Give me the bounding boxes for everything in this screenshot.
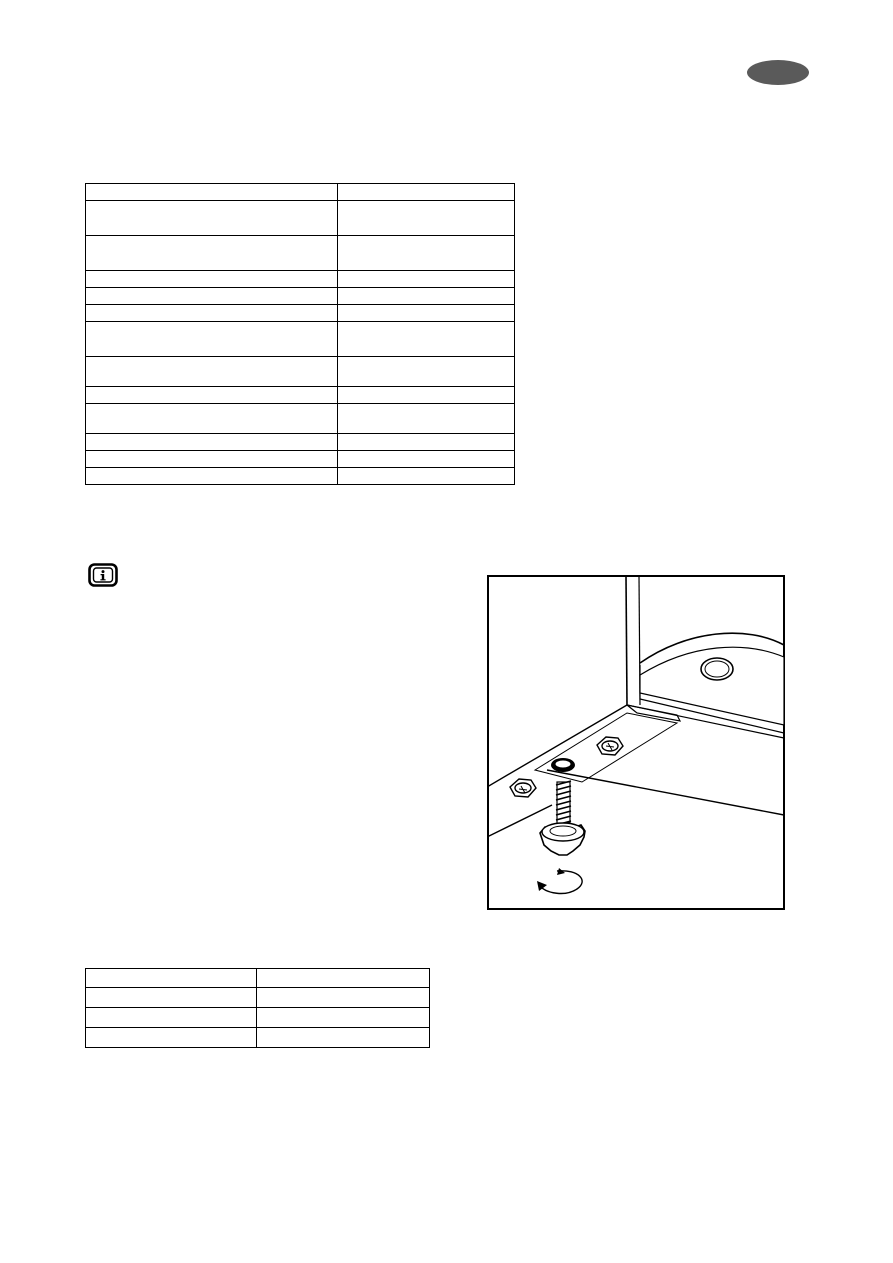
table-row [85,270,515,288]
table-cell-value [337,287,515,305]
table-cell-value [337,450,515,468]
table-cell-value [337,356,515,387]
table-cell-label [85,403,338,434]
table-cell-value [337,183,515,201]
table-cell-label [85,270,338,288]
table-row [85,183,515,201]
table-row [85,467,515,485]
table-row [85,433,515,451]
table-row [85,1007,430,1028]
table-row [85,386,515,404]
table-cell-label [85,200,338,236]
table-cell-value [337,433,515,451]
table-cell-label [85,987,257,1008]
language-badge [747,60,809,85]
table-cell-label [85,287,338,305]
table-cell-value [337,386,515,404]
table-row [85,1027,430,1048]
table-row [85,200,515,236]
table-cell-label [85,183,338,201]
table-cell-value [256,968,430,988]
table-cell-value [337,235,515,271]
table-cell-label [85,235,338,271]
table-row [85,987,430,1008]
info-icon [88,563,118,587]
climate-class-table [85,968,430,1048]
table-row [85,235,515,271]
table-row [85,304,515,322]
table-cell-value [337,467,515,485]
table-cell-label [85,386,338,404]
table-cell-label [85,1007,257,1028]
table-row [85,287,515,305]
table-cell-value [337,200,515,236]
adjustable-foot-illustration [487,575,785,910]
table-cell-value [337,270,515,288]
table-cell-value [337,304,515,322]
table-cell-value [337,321,515,357]
table-cell-label [85,433,338,451]
table-cell-value [256,1027,430,1048]
table-cell-value [337,403,515,434]
table-cell-label [85,304,338,322]
table-row [85,450,515,468]
table-cell-label [85,356,338,387]
table-cell-label [85,1027,257,1048]
table-cell-label [85,968,257,988]
table-cell-label [85,321,338,357]
technical-data-table [85,183,515,485]
table-row [85,356,515,387]
table-row [85,968,430,988]
table-cell-value [256,1007,430,1028]
table-cell-label [85,450,338,468]
table-row [85,321,515,357]
table-row [85,403,515,434]
table-cell-label [85,467,338,485]
table-cell-value [256,987,430,1008]
